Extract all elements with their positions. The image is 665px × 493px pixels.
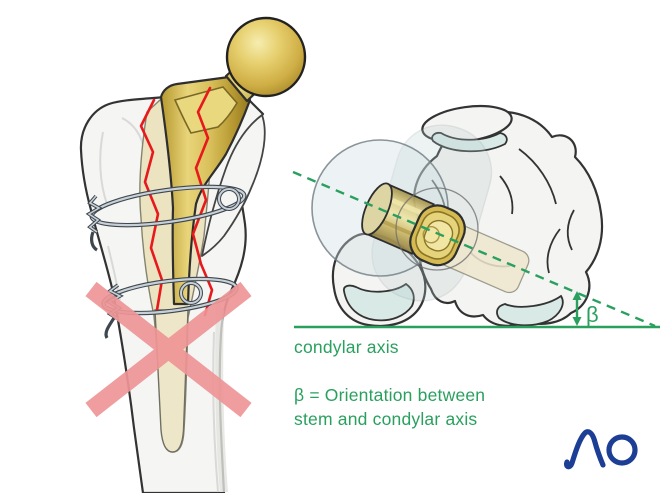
axial-view-illustration [311,104,604,328]
stem-axis-line [292,170,656,328]
angle-annotations: β condylar axis β = Orientation between … [292,170,660,429]
beta-symbol-label: β [586,302,599,327]
implant-shoulder-recess [173,86,238,134]
cerclage-wire-upper [85,184,247,252]
caption-line-1: β = Orientation between [294,385,485,405]
ao-logo-letter-o [606,434,638,466]
implant-head-ball [225,16,307,98]
condylar-axis-label: condylar axis [294,337,399,357]
frontal-view-illustration [79,16,307,493]
stem-cylinder [361,182,466,267]
neck-circle-ghost [395,187,479,271]
caption-line-2: stem and condylar axis [294,409,477,429]
ao-logo: AO [563,429,638,470]
angle-arrow-icon [572,291,582,326]
medial-bone-flap [201,114,266,257]
hip-stem-implant [159,16,307,306]
cartilage-surfaces [343,131,564,327]
ao-logo-letter-a [563,429,606,470]
fracture-line-lateral [139,98,164,312]
incorrect-cross-icon [85,281,252,418]
